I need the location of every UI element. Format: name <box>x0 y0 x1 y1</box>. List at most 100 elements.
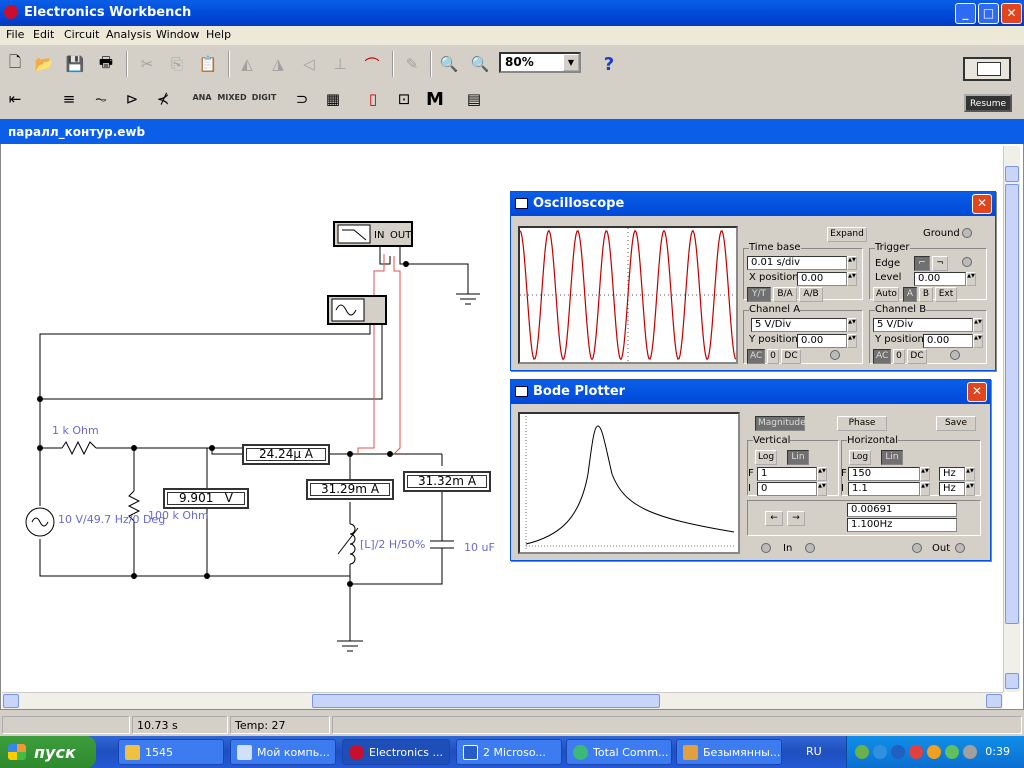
mode-yt-button[interactable]: Y/T <box>747 287 771 302</box>
indicators-bin-icon[interactable]: ▯ <box>368 90 378 108</box>
voltmeter[interactable]: 9.901 V <box>163 488 249 509</box>
create-subcircuit-icon[interactable]: ✎ <box>405 55 419 73</box>
basic-bin-icon[interactable]: ⏦ <box>94 90 108 108</box>
horizontal-i-unit-spinner[interactable]: ▲▼ <box>965 482 975 496</box>
transistors-bin-icon[interactable]: ⊀ <box>156 90 170 108</box>
horizontal-scrollbar[interactable] <box>2 692 1003 709</box>
app-icon[interactable] <box>4 5 18 19</box>
tray-agent-icon[interactable] <box>927 745 941 759</box>
zoom-out-icon[interactable]: 🔍 <box>439 55 459 73</box>
channel-a-ypos-field[interactable]: 0.00 <box>797 334 847 348</box>
menu-window[interactable]: Window <box>156 28 200 41</box>
tray-antivirus-icon[interactable] <box>909 745 923 759</box>
channel-b-terminal[interactable] <box>950 350 960 360</box>
bode-in-terminal-minus[interactable] <box>805 543 815 553</box>
trigger-b-button[interactable]: B <box>919 287 933 302</box>
channel-b-ac-button[interactable]: AC <box>873 349 891 364</box>
task-my-computer[interactable]: Мой компь... <box>230 739 336 765</box>
vertical-f-spinner[interactable]: ▲▼ <box>817 467 827 481</box>
mode-ba-button[interactable]: B/A <box>773 287 797 302</box>
instruments-bin-icon[interactable]: ▤ <box>466 90 482 108</box>
digital-ics-bin[interactable]: DIGIT <box>251 92 277 102</box>
close-button[interactable]: ✕ <box>1001 3 1022 24</box>
channel-b-dc-button[interactable]: DC <box>907 349 927 364</box>
magnitude-button[interactable]: Magnitude <box>755 416 806 431</box>
save-disk-icon[interactable]: 💾 <box>65 55 85 73</box>
task-total-commander[interactable]: Total Comm... <box>566 739 672 765</box>
bode-in-terminal-plus[interactable] <box>761 543 771 553</box>
paste-icon[interactable]: 📋 <box>198 55 218 73</box>
menu-analysis[interactable]: Analysis <box>106 28 152 41</box>
cut-icon[interactable]: ✂ <box>140 55 154 73</box>
horizontal-i-unit[interactable]: Hz <box>939 482 965 496</box>
timebase-field[interactable]: 0.01 s/div <box>747 256 847 270</box>
bode-plotter-window[interactable]: Bode Plotter✕ Magnitude Phase Save Verti… <box>510 379 991 561</box>
vertical-scroll-thumb[interactable] <box>1005 184 1019 624</box>
channel-a-ypos-spinner[interactable]: ▲▼ <box>847 334 857 348</box>
trigger-terminal[interactable] <box>962 257 972 267</box>
task-electronics-workbench[interactable]: Electronics ... <box>342 739 450 765</box>
print-icon[interactable]: 🖶 <box>98 52 114 71</box>
task-microsoft-word[interactable]: 2 Microso... <box>456 739 562 765</box>
horizontal-f-unit-spinner[interactable]: ▲▼ <box>965 467 975 481</box>
vertical-f-field[interactable]: 1 <box>757 467 817 481</box>
phase-button[interactable]: Phase <box>837 416 887 431</box>
expand-button[interactable]: Expand <box>827 227 867 242</box>
miscellaneous-bin-icon[interactable]: M <box>426 88 444 110</box>
channel-a-terminal[interactable] <box>830 350 840 360</box>
tray-monitor-icon[interactable] <box>873 745 887 759</box>
maximize-button[interactable]: □ <box>978 3 999 24</box>
diodes-bin-icon[interactable]: ⊳ <box>125 90 139 108</box>
horizontal-f-unit[interactable]: Hz <box>939 467 965 481</box>
falling-edge-icon[interactable]: ¬ <box>932 256 948 271</box>
horizontal-scroll-thumb[interactable] <box>312 694 660 708</box>
scroll-down-icon[interactable] <box>1005 673 1019 689</box>
component-properties-icon[interactable]: ⊥ <box>333 55 347 73</box>
language-indicator[interactable]: RU <box>806 745 822 758</box>
scroll-left-icon[interactable] <box>3 694 19 708</box>
flip-vertical-icon[interactable]: ◮ <box>272 55 284 73</box>
bode-close-button[interactable]: ✕ <box>967 382 987 402</box>
trigger-ext-button[interactable]: Ext <box>935 287 957 302</box>
vertical-log-button[interactable]: Log <box>755 450 777 465</box>
new-file-icon[interactable]: 🗋 <box>8 52 22 71</box>
rotate-icon[interactable]: ◭ <box>241 55 253 73</box>
menu-help[interactable]: Help <box>206 28 232 41</box>
copy-icon[interactable]: ⎘ <box>170 55 183 73</box>
analysis-graphs-icon[interactable]: ⌒ <box>364 55 380 74</box>
timebase-spinner[interactable]: ▲▼ <box>847 256 857 270</box>
favorites-bin-icon[interactable]: ⇤ <box>8 90 22 108</box>
channel-a-dc-button[interactable]: DC <box>781 349 801 364</box>
ground-terminal[interactable] <box>962 228 972 238</box>
channel-a-scale-spinner[interactable]: ▲▼ <box>847 318 857 332</box>
ammeter-capacitor[interactable]: 31.32m A <box>403 471 491 492</box>
horizontal-i-spinner[interactable]: ▲▼ <box>920 482 930 496</box>
vertical-scrollbar[interactable] <box>1003 146 1020 692</box>
xposition-field[interactable]: 0.00 <box>797 272 847 286</box>
vertical-i-spinner[interactable]: ▲▼ <box>817 482 827 496</box>
minimize-button[interactable]: _ <box>955 3 976 24</box>
open-folder-icon[interactable]: 📂 <box>34 55 54 73</box>
logic-gates-bin-icon[interactable]: ⊃ <box>295 90 309 108</box>
horizontal-f-spinner[interactable]: ▲▼ <box>920 467 930 481</box>
trigger-auto-button[interactable]: Auto <box>873 287 899 302</box>
trigger-a-button[interactable]: A <box>903 287 917 302</box>
channel-a-ac-button[interactable]: AC <box>747 349 765 364</box>
tray-printer-icon[interactable] <box>963 745 977 759</box>
scroll-right-icon[interactable] <box>986 694 1002 708</box>
cursor-left-button[interactable]: ← <box>765 511 783 526</box>
tray-network-icon[interactable] <box>855 745 869 759</box>
channel-b-scale-field[interactable]: 5 V/Div <box>873 318 973 332</box>
ammeter-top[interactable]: 24.24μ A <box>242 444 330 465</box>
zoom-in-icon[interactable]: 🔍 <box>470 55 490 73</box>
channel-b-zero-button[interactable]: 0 <box>893 349 905 364</box>
tray-security-icon[interactable] <box>945 745 959 759</box>
horizontal-f-field[interactable]: 150 <box>848 467 920 481</box>
menu-file[interactable]: File <box>6 28 25 41</box>
xposition-spinner[interactable]: ▲▼ <box>847 272 857 286</box>
horizontal-i-field[interactable]: 1.1 <box>848 482 920 496</box>
bode-out-terminal-minus[interactable] <box>955 543 965 553</box>
oscilloscope-window[interactable]: Oscilloscope✕ Expand Ground Time base 0.… <box>510 191 996 371</box>
horizontal-lin-button[interactable]: Lin <box>881 450 903 465</box>
horizontal-log-button[interactable]: Log <box>849 450 871 465</box>
